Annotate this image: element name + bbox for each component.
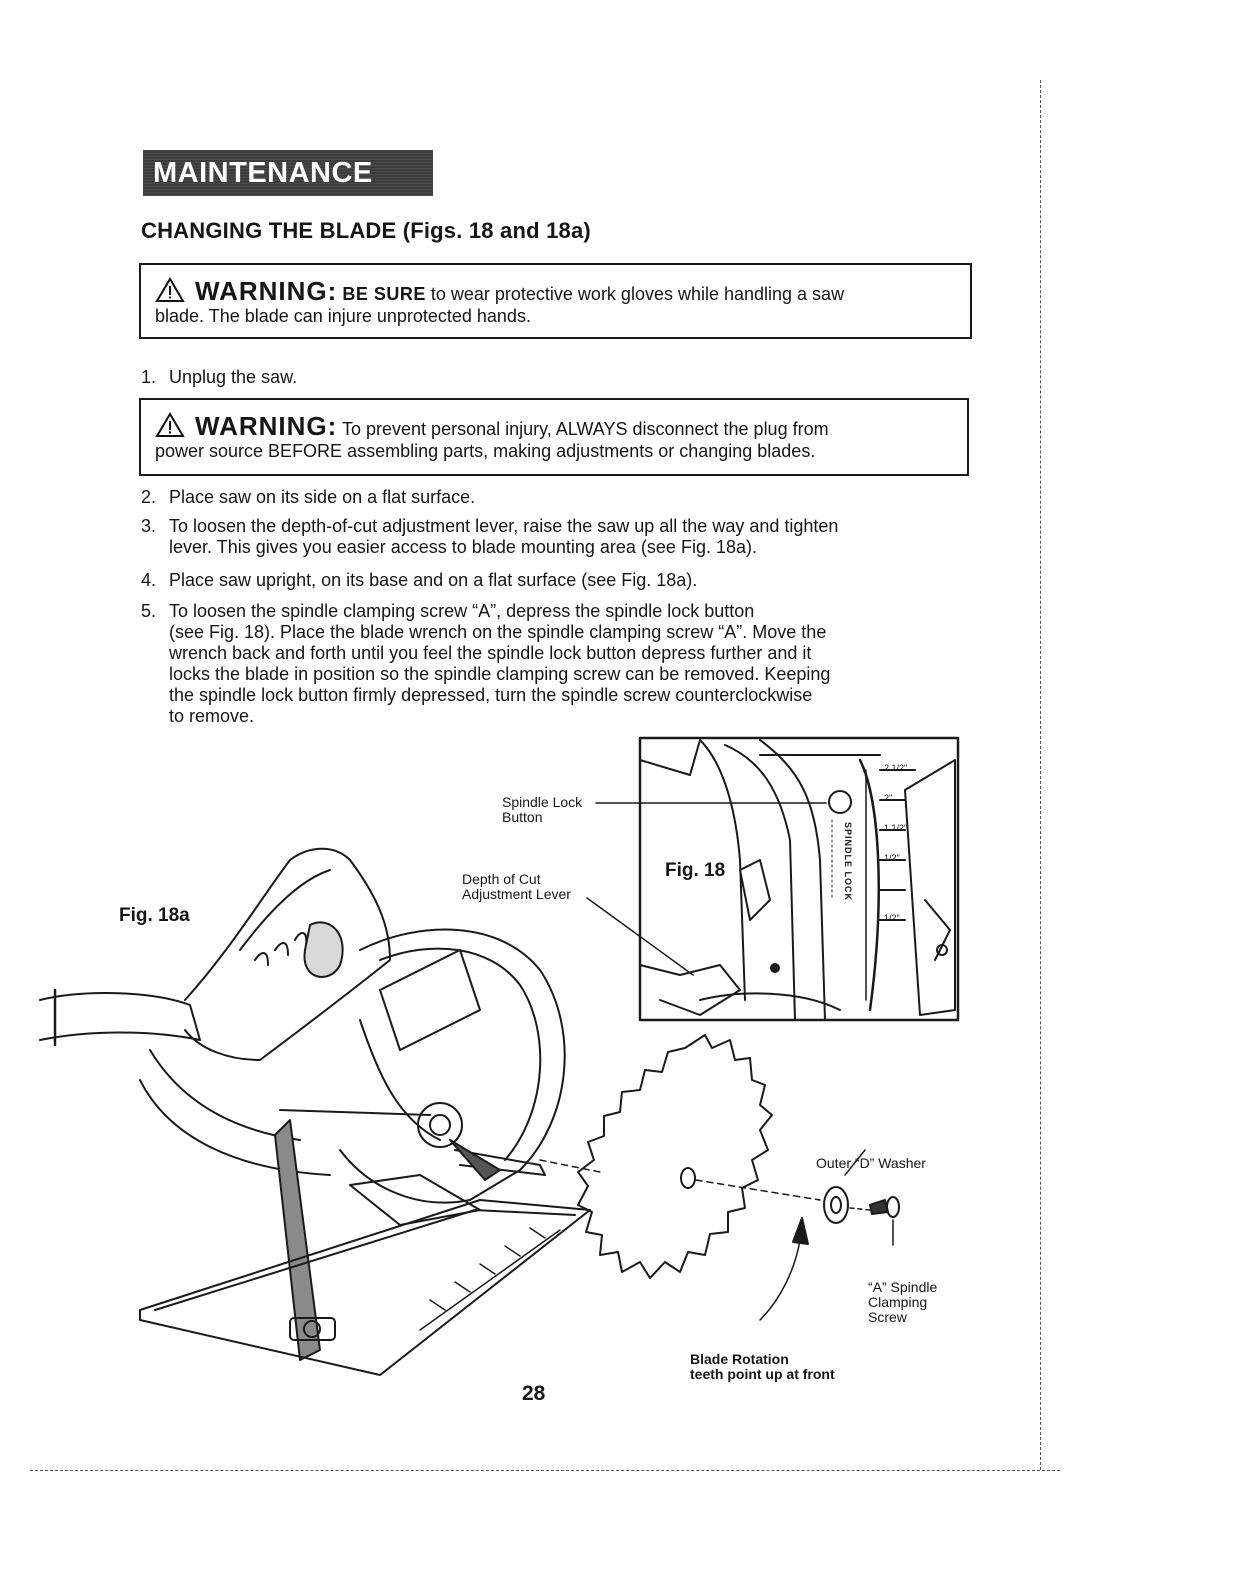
step-2: 2. Place saw on its side on a flat surfa…: [141, 487, 971, 509]
dash-leader: [849, 1207, 871, 1211]
step-text: Place saw on its side on a flat surface.: [169, 487, 476, 507]
fig18-inset-drawing: [639, 739, 956, 1021]
step-text: Place saw upright, on its base and on a …: [169, 570, 698, 590]
step-text: (see Fig. 18). Place the blade wrench on…: [169, 622, 827, 642]
fig18a-label: Fig. 18a: [119, 905, 190, 926]
callout-line: teeth point up at front: [690, 1366, 835, 1382]
warning-box-gloves: WARNING: BE SURE to wear protective work…: [139, 263, 972, 339]
trim-mark-bottom: [30, 1470, 1060, 1471]
section-heading: CHANGING THE BLADE (Figs. 18 and 18a): [141, 218, 591, 243]
callout-line: Depth of Cut: [462, 871, 541, 887]
fig18-label: Fig. 18: [665, 860, 726, 881]
step-text: To loosen the spindle clamping screw “A”…: [169, 601, 755, 621]
step-number: 4.: [141, 570, 157, 590]
page-number: 28: [522, 1382, 546, 1405]
warning-text-line2: blade. The blade can injure unprotected …: [155, 306, 531, 326]
step-text: the spindle lock button firmly depressed…: [169, 685, 813, 705]
step-1: 1. Unplug the saw.: [141, 367, 941, 389]
warning-text: to wear protective work gloves while han…: [425, 284, 845, 304]
step-number: 3.: [141, 516, 157, 536]
warning-triangle-icon: [155, 412, 185, 437]
step-number: 1.: [141, 367, 157, 387]
rotation-arrow: [759, 1239, 801, 1321]
circular-saw-drawing: [39, 847, 591, 1376]
depth-of-cut-callout: Depth of Cut Adjustment Lever: [462, 872, 571, 902]
warning-title: WARNING:: [195, 276, 338, 306]
warning-text: To prevent personal injury, ALWAYS disco…: [337, 419, 829, 439]
step-5: 5. To loosen the spindle clamping screw …: [141, 601, 971, 731]
outer-washer-drawing: [823, 1186, 849, 1224]
step-text: lever. This gives you easier access to b…: [169, 537, 757, 557]
callout-line: Spindle Lock: [502, 794, 583, 810]
step-text: to remove.: [169, 706, 255, 726]
clamping-screw-drawing: [869, 1199, 889, 1215]
step-number: 2.: [141, 487, 157, 507]
blade-rotation-callout: Blade Rotation teeth point up at front: [690, 1352, 835, 1382]
section-banner: MAINTENANCE cont.: [143, 150, 433, 235]
trim-mark-right: [1040, 80, 1041, 1470]
callout-line: Clamping: [868, 1294, 928, 1310]
callout-line: Screw: [868, 1309, 907, 1325]
callout-line: Button: [502, 809, 543, 825]
scale-mark: 2 1/2": [884, 763, 908, 773]
scale-mark: 1/2": [884, 913, 900, 923]
step-3: 3. To loosen the depth-of-cut adjustment…: [141, 516, 971, 560]
step-text: locks the blade in position so the spind…: [169, 664, 831, 684]
dash-leader: [695, 1179, 821, 1201]
depth-of-cut-leader: [586, 897, 694, 976]
callout-line: “A” Spindle: [868, 1279, 938, 1295]
callout-line: Blade Rotation: [690, 1351, 789, 1367]
scale-mark: 1 1/2": [884, 823, 908, 833]
warning-triangle-icon: [155, 277, 185, 302]
clamping-screw-callout: “A” Spindle Clamping Screw: [868, 1280, 937, 1325]
spindle-lock-callout: Spindle Lock Button: [502, 795, 582, 825]
warning-title: WARNING:: [195, 411, 338, 441]
step-number: 5.: [141, 601, 157, 621]
step-text: wrench back and forth until you feel the…: [169, 643, 812, 663]
warning-box-unplug: WARNING: To prevent personal injury, ALW…: [139, 398, 969, 476]
spindle-lock-tag: SPINDLE LOCK: [843, 822, 853, 902]
scale-mark: 1/2": [884, 853, 900, 863]
step-text: Unplug the saw.: [169, 367, 298, 387]
step-text: To loosen the depth-of-cut adjustment le…: [169, 516, 839, 536]
warning-lead: BE SURE: [342, 284, 426, 304]
saw-blade-drawing: [577, 1034, 773, 1279]
fig18-inset-frame: [638, 736, 960, 1022]
outer-washer-callout: Outer “D” Washer: [816, 1155, 926, 1171]
callout-line: Adjustment Lever: [462, 886, 571, 902]
step-4: 4. Place saw upright, on its base and on…: [141, 570, 971, 592]
scale-mark: 2": [884, 793, 893, 803]
warning-text-line2: power source BEFORE assembling parts, ma…: [155, 441, 816, 461]
